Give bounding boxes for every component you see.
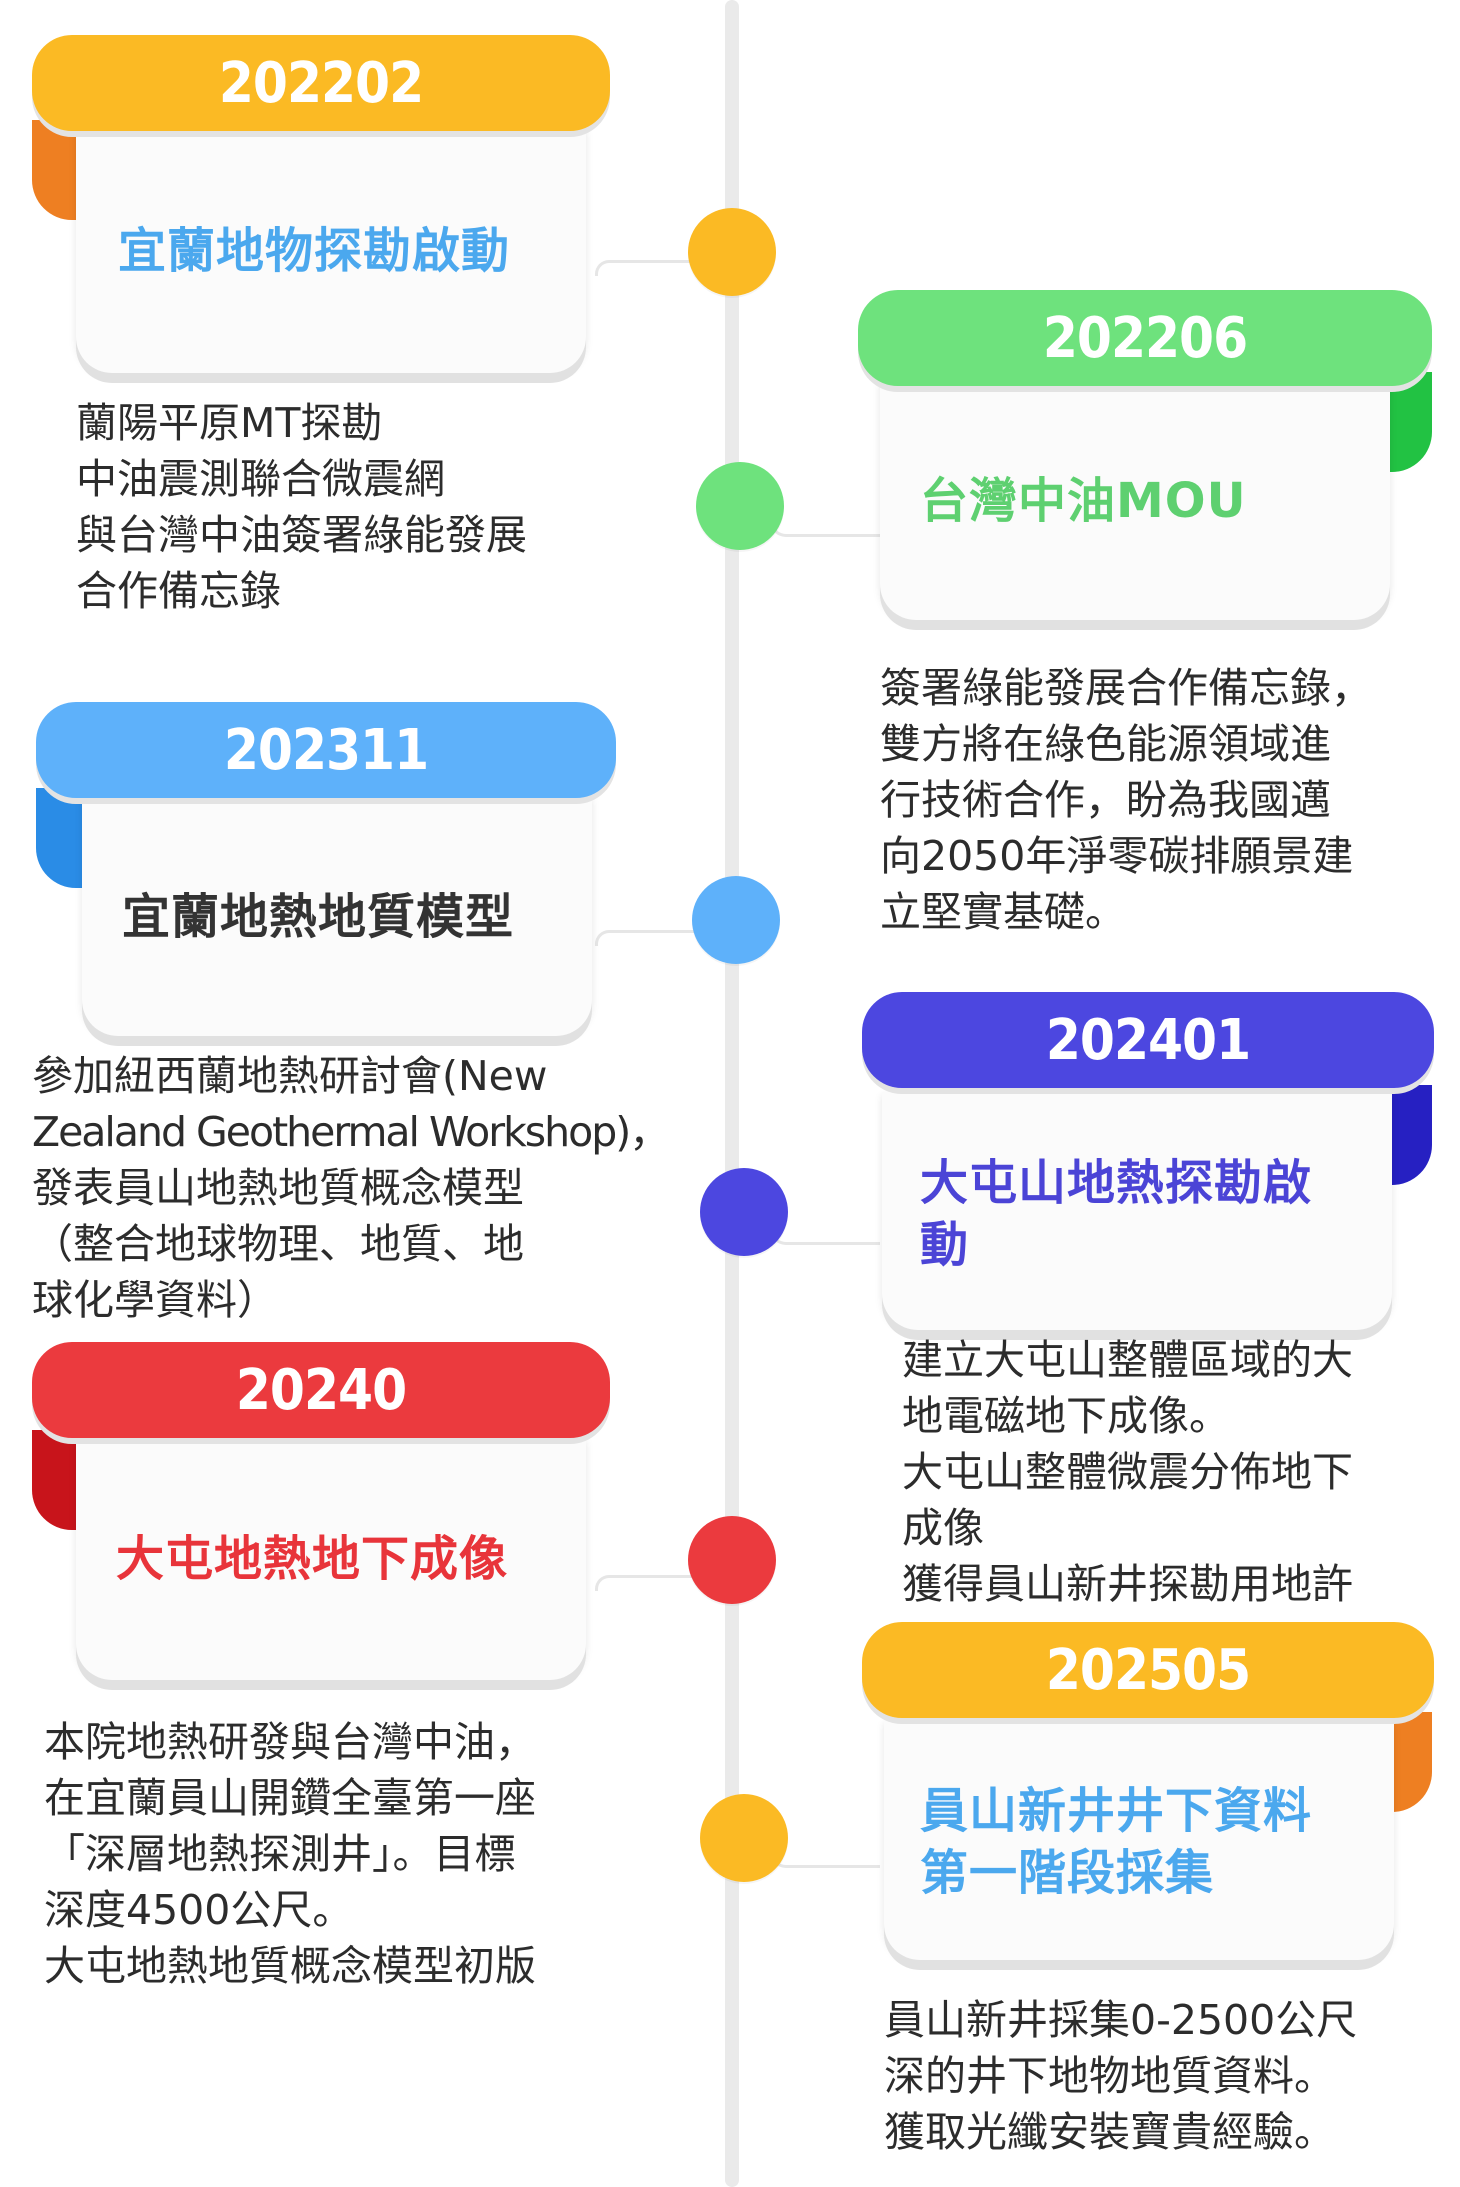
connector-line (595, 930, 695, 946)
event-description: 員山新井採集0-2500公尺 深的井下地物地質資料。 獲取光纖安裝寶貴經驗。 (884, 1996, 1358, 2156)
connector-line (595, 1575, 695, 1591)
event-description: 蘭陽平原MT探勘 中油震測聯合微震網 與台灣中油簽署綠能發展 合作備忘錄 (76, 399, 527, 615)
timeline-dot (700, 1794, 788, 1882)
event-date: 202505 (1045, 1637, 1251, 1703)
date-banner: 202311 (36, 702, 616, 798)
date-banner: 202206 (858, 290, 1432, 386)
event-description: 建立大屯山整體區域的大 地電磁地下成像。 大屯山整體微震分佈地下 成像 獲得員山… (902, 1336, 1353, 1608)
event-card: 宜蘭地熱地質模型 (82, 796, 592, 1036)
event-title: 宜蘭地熱地質模型 (122, 889, 515, 945)
connector-line (770, 517, 880, 537)
event-title: 大屯山地熱探勘啟 動 (920, 1155, 1313, 1273)
event-card: 員山新井井下資料 第一階段採集 (884, 1720, 1394, 1960)
event-description: 參加紐西蘭地熱研討會(New Zealand Geothermal Worksh… (32, 1052, 670, 1324)
event-title: 大屯地熱地下成像 (116, 1531, 509, 1587)
event-title: 員山新井井下資料 第一階段採集 (920, 1783, 1313, 1901)
timeline-dot (688, 208, 776, 296)
event-date: 202202 (218, 50, 424, 116)
timeline-dot (692, 876, 780, 964)
event-card: 大屯山地熱探勘啟 動 (882, 1092, 1392, 1330)
event-title: 台灣中油MOU (920, 473, 1247, 529)
event-card: 宜蘭地物探勘啟動 (76, 128, 586, 373)
date-banner: 202401 (862, 992, 1434, 1088)
date-banner: 202202 (32, 35, 610, 131)
event-date: 202206 (1042, 305, 1248, 371)
connector-line (595, 260, 695, 276)
event-date: 202311 (223, 717, 429, 783)
event-card: 大屯地熱地下成像 (76, 1438, 586, 1680)
date-banner: 202505 (862, 1622, 1434, 1718)
event-date: 20240 (235, 1357, 407, 1423)
connector-line (770, 1848, 880, 1868)
event-card: 台灣中油MOU (880, 380, 1390, 620)
event-date: 202401 (1045, 1007, 1251, 1073)
date-banner: 20240 (32, 1342, 610, 1438)
event-description: 本院地熱研發與台灣中油， 在宜蘭員山開鑽全臺第一座 「深層地熱探測井」。目標 深… (44, 1718, 536, 1990)
timeline-dot (688, 1516, 776, 1604)
timeline-dot (696, 462, 784, 550)
connector-line (770, 1225, 880, 1245)
event-description: 簽署綠能發展合作備忘錄， 雙方將在綠色能源領域進 行技術合作，盼為我國邁 向20… (880, 664, 1372, 936)
event-title: 宜蘭地物探勘啟動 (118, 223, 511, 279)
timeline-dot (700, 1168, 788, 1256)
